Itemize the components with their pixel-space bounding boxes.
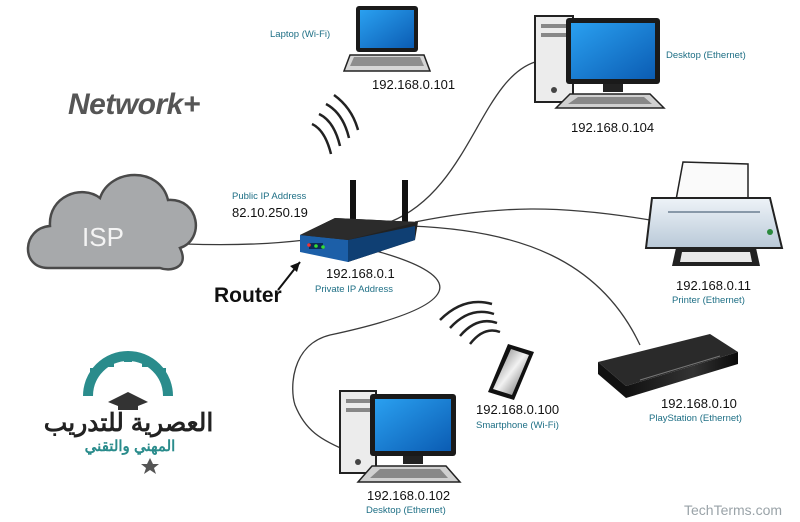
router-private-caption: Private IP Address [315,284,393,295]
smartphone-ip: 192.168.0.100 [476,402,560,417]
cable-router-playstation [409,225,641,346]
network-plus-title: Network+ [68,88,200,121]
smartphone-icon [488,344,534,400]
router-label: Router [214,284,282,307]
router-public-ip: 82.10.250.19 [232,205,308,220]
laptop-ip: 192.168.0.101 [372,77,456,92]
router-public-caption: Public IP Address [232,191,307,202]
techterms-watermark: TechTerms.com [684,502,783,518]
printer-name: Printer (Ethernet) [672,295,745,306]
laptop-icon [342,6,432,72]
printer-icon [644,161,784,266]
desktop-top-ip: 192.168.0.104 [571,120,655,135]
playstation-ip: 192.168.0.10 [661,396,737,411]
router-icon [300,180,418,262]
laptop-name: Laptop (Wi-Fi) [270,29,331,40]
wifi-signal-laptop-icon [311,93,360,155]
wifi-signal-smartphone-icon [439,300,501,345]
logo-arabic-line2: المهني والتقني [84,438,176,455]
logo-arabic-line1: العصرية للتدريب [43,409,214,437]
playstation-icon [598,334,738,398]
router-private-ip: 192.168.0.1 [326,266,395,281]
smartphone-name: Smartphone (Wi-Fi) [476,420,559,431]
desktop-bottom-ip: 192.168.0.102 [367,488,451,503]
cable-router-desktop-bottom [292,247,441,453]
institute-logo-icon [83,351,173,474]
isp-cloud-icon [26,173,198,271]
isp-label: ISP [82,222,124,252]
desktop-top-icon [534,15,666,109]
desktop-bottom-icon [339,390,462,483]
cable-router-desktop-top [389,61,536,223]
cable-isp-router [184,239,306,246]
cable-router-printer [414,208,651,223]
printer-ip: 192.168.0.11 [676,278,751,293]
playstation-name: PlayStation (Ethernet) [649,413,742,424]
desktop-bottom-name: Desktop (Ethernet) [366,505,446,516]
ethernet-cables [184,61,651,453]
desktop-top-name: Desktop (Ethernet) [666,50,746,61]
router-pointer-arrow [277,261,301,291]
